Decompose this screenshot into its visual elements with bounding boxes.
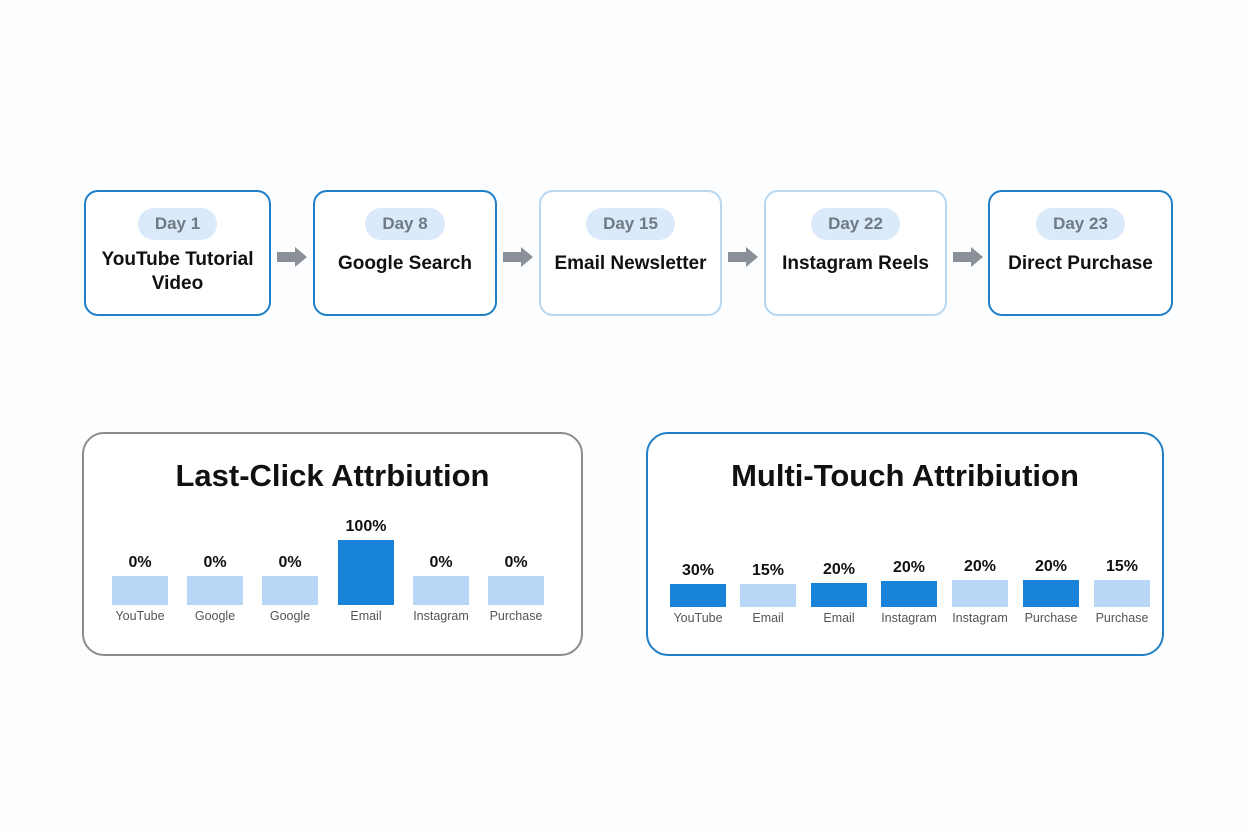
bar-category-label: YouTube — [673, 611, 723, 625]
bar — [338, 540, 394, 605]
bar — [670, 584, 726, 607]
bar-value-label: 15% — [751, 562, 785, 579]
bar — [413, 576, 469, 605]
journey-step-day-22: Day 22 Instagram Reels — [764, 190, 947, 316]
bar-category-label: Instagram — [881, 611, 937, 625]
journey-step-day-1: Day 1 YouTube Tutorial Video — [84, 190, 271, 316]
step-title: Google Search — [337, 253, 473, 274]
bar-item: 20% Purchase — [1023, 434, 1079, 654]
bar — [112, 576, 168, 605]
bar-value-label: 20% — [892, 559, 926, 576]
right-arrow-icon — [503, 247, 535, 267]
bar-category-label: Email — [823, 611, 855, 625]
bar-category-label: Purchase — [489, 609, 543, 623]
bar-category-label: Instagram — [952, 611, 1008, 625]
bar-item: 15% Email — [740, 434, 796, 654]
bar-item: 0% Purchase — [488, 434, 544, 654]
day-pill: Day 8 — [365, 208, 445, 240]
bar — [488, 576, 544, 605]
bar — [262, 576, 318, 605]
bar-value-label: 15% — [1105, 558, 1139, 575]
right-arrow-icon — [728, 247, 760, 267]
bar-item: 0% YouTube — [112, 434, 168, 654]
bar-item: 20% Instagram — [952, 434, 1008, 654]
bar-item: 20% Instagram — [881, 434, 937, 654]
journey-step-day-23: Day 23 Direct Purchase — [988, 190, 1173, 316]
right-arrow-icon — [277, 247, 309, 267]
bar-item: 30% YouTube — [670, 434, 726, 654]
panel-title: Multi-Touch Attribiution — [731, 458, 1079, 493]
bar-value-label: 20% — [963, 558, 997, 575]
step-title: YouTube Tutorial Video — [94, 248, 262, 296]
right-arrow-icon — [953, 247, 985, 267]
journey-step-day-15: Day 15 Email Newsletter — [539, 190, 722, 316]
step-title: Email Newsletter — [554, 253, 707, 274]
bar-category-label: Google — [269, 609, 311, 623]
step-title-line: YouTube Tutorial — [101, 249, 254, 270]
bar-category-label: Instagram — [413, 609, 469, 623]
bar-category-label: Email — [350, 609, 382, 623]
day-pill: Day 23 — [1036, 208, 1125, 240]
bar — [881, 581, 937, 607]
last-click-attribution-panel: Last-Click Attrbiution 0% YouTube 0% Google… — [82, 432, 583, 656]
bar-category-label: Email — [752, 611, 784, 625]
bar-value-label: 0% — [128, 554, 152, 571]
step-title: Direct Purchase — [1008, 253, 1153, 274]
step-title: Instagram Reels — [782, 253, 929, 274]
bar-value-label: 20% — [1034, 558, 1068, 575]
bar-item: 0% Google — [262, 434, 318, 654]
bar — [1094, 580, 1150, 607]
journey-step-day-8: Day 8 Google Search — [313, 190, 497, 316]
bar — [811, 583, 867, 607]
bar-category-label: YouTube — [115, 609, 165, 623]
bar-value-label: 0% — [504, 554, 528, 571]
bar-value-label: 100% — [345, 518, 387, 535]
bar-value-label: 20% — [822, 561, 856, 578]
bar-item: 100% Email — [338, 434, 394, 654]
step-title-line: Video — [151, 273, 204, 294]
day-pill: Day 15 — [586, 208, 675, 240]
bar-value-label: 0% — [278, 554, 302, 571]
bar-category-label: Purchase — [1024, 611, 1078, 625]
bar — [740, 584, 796, 607]
bar — [1023, 580, 1079, 607]
panel-title: Last-Click Attrbiution — [175, 458, 490, 493]
bar-category-label: Google — [194, 609, 236, 623]
multi-touch-attribution-panel: Multi-Touch Attribiution 30% YouTube 15% Em… — [646, 432, 1164, 656]
bar — [952, 580, 1008, 607]
bar-value-label: 0% — [203, 554, 227, 571]
bar-category-label: Purchase — [1095, 611, 1149, 625]
day-pill: Day 1 — [137, 208, 218, 240]
bar — [187, 576, 243, 605]
day-pill: Day 22 — [811, 208, 900, 240]
bar-item: 15% Purchase — [1094, 434, 1150, 654]
bar-item: 0% Instagram — [413, 434, 469, 654]
bar-value-label: 0% — [429, 554, 453, 571]
bar-value-label: 30% — [681, 562, 715, 579]
bar-item: 20% Email — [811, 434, 867, 654]
bar-item: 0% Google — [187, 434, 243, 654]
